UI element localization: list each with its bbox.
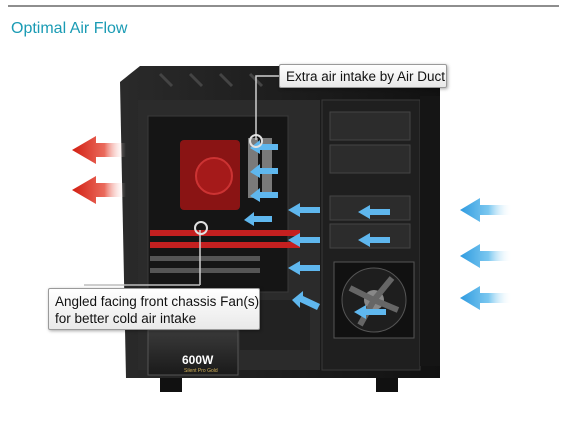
power-supply: 600W Silent Pro Gold: [147, 329, 239, 376]
air-duct-callout: Extra air intake by Air Duct: [279, 64, 447, 88]
header-divider: [8, 5, 559, 7]
exhaust-arrow-icon: [72, 136, 126, 164]
motherboard: [147, 115, 300, 293]
front-fan: [333, 261, 415, 339]
psu-model: Silent Pro Gold: [184, 368, 218, 374]
intake-arrow-icon: [460, 286, 512, 310]
air-duct-callout-text: Extra air intake by Air Duct: [286, 69, 446, 84]
intake-arrow-icon: [460, 244, 512, 268]
front-fan-callout-line1: Angled facing front chassis Fan(s): [55, 294, 260, 309]
page-title: Optimal Air Flow: [11, 20, 128, 37]
exhaust-arrow-icon: [72, 176, 126, 204]
front-fan-callout: Angled facing front chassis Fan(s) for b…: [48, 288, 260, 330]
exhaust-arrows: [72, 136, 126, 204]
internal-airflow-arrows: [244, 140, 390, 319]
front-fan-callout-line2: for better cold air intake: [55, 311, 197, 326]
psu-wattage: 600W: [182, 353, 214, 367]
callout-leaders: [84, 75, 279, 286]
intake-arrow-icon: [460, 198, 512, 222]
intake-arrows: [460, 198, 512, 310]
